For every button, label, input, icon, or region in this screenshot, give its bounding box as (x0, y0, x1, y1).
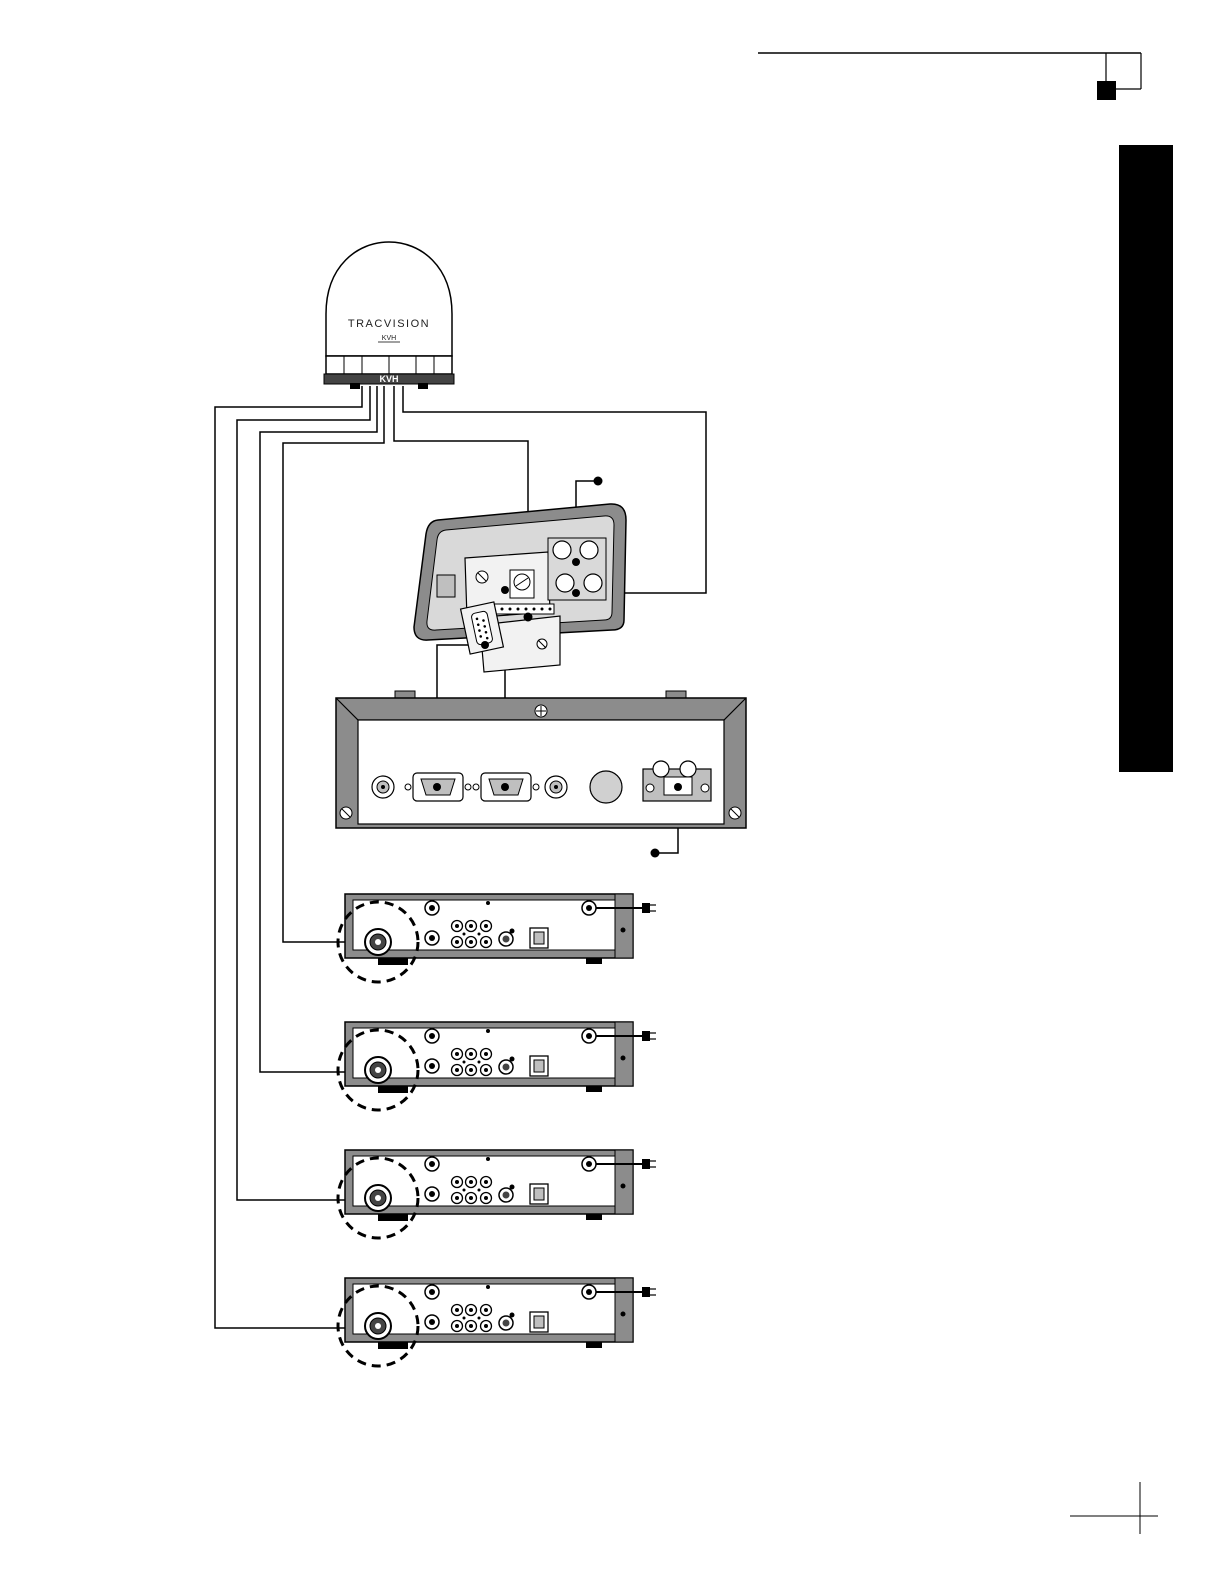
interface-box (414, 504, 626, 672)
dome-brand-text: TRACVISION (348, 318, 430, 330)
receiver-2 (338, 1022, 656, 1110)
base-brand-text: KVH (379, 374, 398, 384)
receiver-1 (338, 894, 656, 982)
cable-receiver-1 (283, 386, 384, 942)
header-rule (758, 53, 1141, 100)
antenna-dome: TRACVISION KVH KVH (324, 242, 454, 389)
control-unit (336, 691, 746, 828)
receiver-3 (338, 1150, 656, 1238)
receivers (338, 894, 656, 1366)
crop-mark (1070, 1482, 1158, 1534)
receiver-4 (338, 1278, 656, 1366)
dome-maker-text: KVH (382, 335, 396, 342)
